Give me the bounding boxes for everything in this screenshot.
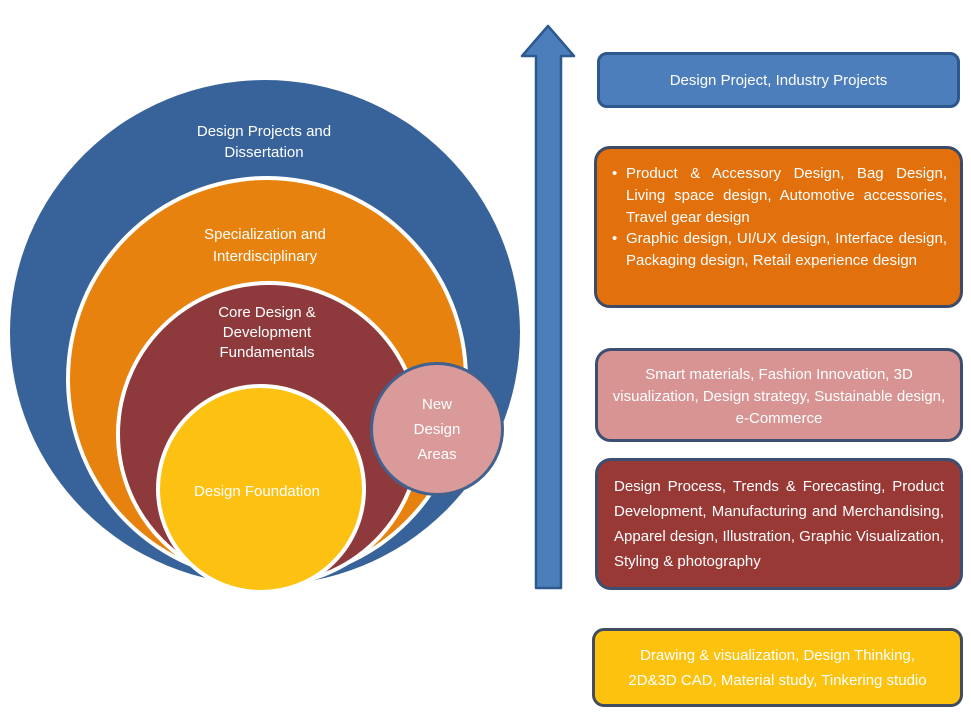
box-specialization-courses: • Product & Accessory Design, Bag Design… bbox=[594, 146, 963, 308]
circle-label-core-design-development: Core Design & Development Fundamentals bbox=[218, 304, 316, 361]
circle-label-specialization-interdisciplinary: Specialization and Interdisciplinary bbox=[204, 226, 326, 265]
box-industry-projects-text: Design Project, Industry Projects bbox=[669, 71, 888, 89]
box-foundation-text: Drawing & visualization, Design Thinking… bbox=[628, 647, 927, 689]
box-new-design-areas-courses: Smart materials, Fashion Innovation, 3D … bbox=[595, 348, 963, 442]
bullet-icon: • bbox=[612, 230, 618, 248]
circle-new-design-areas: New Design Areas bbox=[370, 362, 504, 496]
list-item-text: Product & Accessory Design, Bag Design, … bbox=[626, 165, 947, 226]
box-core-fundamentals-text: Design Process, Trends & Forecasting, Pr… bbox=[614, 478, 944, 570]
list-item: • Graphic design, UI/UX design, Interfac… bbox=[611, 228, 947, 272]
circle-label-design-projects-dissertation: Design Projects and Dissertation bbox=[196, 123, 332, 161]
box-industry-projects: Design Project, Industry Projects bbox=[597, 52, 960, 108]
list-item-text: Graphic design, UI/UX design, Interface … bbox=[626, 230, 947, 270]
circle-design-foundation bbox=[156, 384, 366, 594]
box-foundation-courses: Drawing & visualization, Design Thinking… bbox=[592, 628, 963, 707]
circle-label-design-foundation: Design Foundation bbox=[194, 483, 320, 500]
circle-label-new-design-areas: New Design Areas bbox=[413, 395, 461, 463]
box-new-design-areas-text: Smart materials, Fashion Innovation, 3D … bbox=[612, 366, 946, 427]
up-arrow-icon bbox=[516, 22, 580, 594]
bullet-icon: • bbox=[612, 165, 618, 182]
box-core-fundamentals-courses: Design Process, Trends & Forecasting, Pr… bbox=[595, 458, 963, 590]
list-item: • Product & Accessory Design, Bag Design… bbox=[611, 163, 947, 228]
specialization-course-list: • Product & Accessory Design, Bag Design… bbox=[611, 163, 947, 272]
